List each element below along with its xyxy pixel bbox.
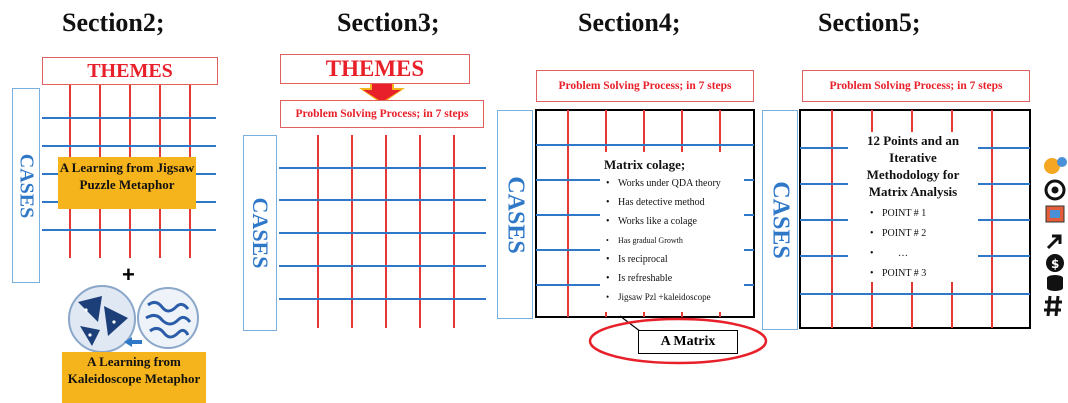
jigsaw-metaphor-box: A Learning from Jigsaw Puzzle Metaphor (58, 157, 196, 209)
points-box: 12 Points and an Iterative Methodology f… (848, 132, 978, 284)
matrix-highlight-ellipse (588, 317, 768, 365)
themes-label-section3: THEMES (280, 54, 470, 84)
section4-title: Section4; (578, 8, 681, 37)
matrix-colage-box: Matrix colage; Works under QDA theory Ha… (600, 152, 744, 312)
matrix-colage-title: Matrix colage; (604, 157, 686, 172)
down-arrow-icon (359, 82, 405, 104)
list-item: POINT # 3 (868, 264, 978, 284)
process-label-section4: Problem Solving Process; in 7 steps (536, 70, 754, 102)
list-item: Has detective method (604, 193, 744, 212)
cases-label-section4: CASES (502, 175, 529, 254)
cases-label-section3: CASES (248, 197, 273, 269)
matrix-label: A Matrix (638, 330, 738, 354)
cases-box: CASES (12, 88, 40, 283)
cases-box-section3: CASES (243, 135, 277, 331)
points-box-title: 12 Points and an Iterative Methodology f… (866, 133, 960, 199)
section2-title: Section2; (62, 8, 165, 37)
list-item: Jigsaw Pzl +kaleidoscope (604, 288, 744, 307)
list-item: Is refreshable (604, 269, 744, 288)
list-item: Has gradual Growth (604, 231, 744, 250)
themes-label: THEMES (42, 57, 218, 85)
process-label-section3: Problem Solving Process; in 7 steps (280, 100, 484, 128)
matrix-colage-list: Works under QDA theory Has detective met… (604, 174, 744, 307)
cases-box-section5: CASES (762, 110, 798, 330)
list-item: Works like a colage (604, 212, 744, 231)
list-item: … (868, 244, 978, 264)
plus-sign: + (122, 262, 135, 287)
points-list: POINT # 1 POINT # 2 … POINT # 3 (848, 204, 978, 284)
list-item: POINT # 2 (868, 224, 978, 244)
section3-title: Section3; (337, 8, 440, 37)
kaleidoscope-metaphor-box: A Learning from Kaleidoscope Metaphor (62, 352, 206, 403)
list-item: Works under QDA theory (604, 174, 744, 193)
cases-box-section4: CASES (497, 110, 533, 319)
process-label-section5: Problem Solving Process; in 7 steps (802, 70, 1030, 102)
cases-label-section5: CASES (767, 181, 794, 259)
section5-title: Section5; (818, 8, 921, 37)
list-item: Is reciprocal (604, 250, 744, 269)
cases-label: CASES (15, 153, 38, 218)
list-item: POINT # 1 (868, 204, 978, 224)
section3-grid (279, 135, 486, 328)
